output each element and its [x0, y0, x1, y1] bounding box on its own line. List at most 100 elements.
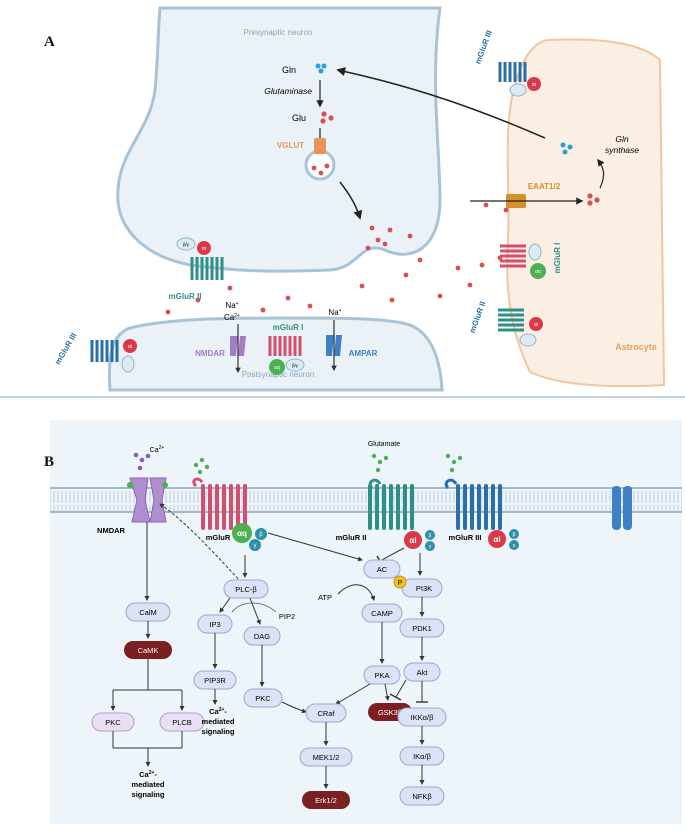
eaat-label: EAAT1/2 — [528, 182, 561, 191]
alpha-i-subunit — [529, 317, 543, 331]
alpha-i-subunit-b — [488, 530, 506, 548]
alpha-q-subunit — [530, 263, 546, 279]
node-erk-label: Erk1/2 — [315, 796, 337, 805]
node-nfkb-label: NFKβ — [412, 792, 432, 801]
mglur-ii-receptor-astro — [498, 308, 524, 332]
glutamate-molecule — [375, 467, 381, 473]
mglur-n-terminal — [192, 477, 204, 488]
node-camk — [124, 641, 172, 659]
glutamate-molecule — [193, 462, 199, 468]
gln-synthase-arrow — [597, 158, 605, 189]
vglut-transporter — [314, 138, 326, 154]
atp-camp-arrow — [337, 584, 376, 601]
node-ac — [363, 559, 401, 579]
alpha-q-subunit — [269, 359, 285, 375]
beta-subunit-b — [255, 528, 267, 540]
glutamate-molecule — [377, 459, 383, 465]
ca-ion — [139, 457, 145, 463]
mglur-iii-n-terminal — [444, 478, 458, 490]
nmdar-channel — [230, 336, 238, 356]
mglur-ii-receptor-pre — [190, 257, 224, 280]
glu-molecule — [318, 170, 324, 176]
glutaminase-label: Glutaminase — [264, 86, 312, 96]
gln-molecule — [315, 63, 321, 69]
mglur-iii-label-astro: mGluR III — [473, 29, 493, 65]
mglur-i-receptor-astro — [500, 244, 526, 268]
node-pkc-left-label: PKC — [105, 718, 121, 727]
beta-subunit-b — [425, 530, 435, 540]
glu-molecule — [594, 197, 600, 203]
gln-molecule — [562, 149, 568, 155]
ca-signal-label-left-2: mediated — [132, 780, 165, 789]
plc-ip3-arrow — [219, 597, 231, 613]
na-label: Na+ — [225, 301, 238, 310]
ca-label: Ca2+ — [224, 313, 240, 322]
gamma-label-b: γ — [513, 543, 516, 549]
mglur-i-label-post: mGluR I — [273, 323, 304, 332]
node-ac-label: AC — [377, 565, 388, 574]
glutamate-bound — [162, 482, 168, 488]
ca-signal-label-mid-2: mediated — [202, 717, 235, 726]
beta-gamma-subunit — [528, 243, 542, 261]
mglur-ii-label-astro: mGluR II — [468, 300, 488, 334]
beta-label-b: β — [429, 533, 432, 539]
ca-signal-label-left-1: Ca2+- — [139, 770, 157, 779]
ampar-channel — [334, 335, 342, 356]
node-gsk3b-label: GSK3β — [378, 708, 403, 717]
gq-ac-arrow — [267, 532, 363, 562]
glutamate-bound — [127, 482, 133, 488]
phospho-group — [393, 575, 407, 589]
glu-molecule — [328, 115, 334, 121]
mglur-iii-label-post: mGluR III — [53, 331, 78, 366]
gln-return-arrow — [336, 67, 546, 139]
alpha-i-subunit-b — [404, 531, 422, 549]
mglur-ii-label-pre: mGluR II — [169, 292, 202, 301]
glutamate-molecule — [451, 459, 457, 465]
mglur-iii-receptor-b — [456, 484, 502, 530]
node-pdk1-label: PDK1 — [412, 624, 432, 633]
glutamate-molecule — [371, 453, 377, 459]
gamma-subunit-b — [509, 540, 519, 550]
ca-label-b: Ca2+ — [150, 445, 165, 454]
pkc-nmdar-dashed-arrow — [159, 503, 246, 587]
gamma-label-b: γ — [429, 544, 432, 550]
node-akt-label: Akt — [417, 668, 429, 677]
ion-channel-right — [612, 486, 621, 530]
beta-label-b: β — [259, 532, 263, 538]
na-label-ampar: Na+ — [328, 308, 341, 317]
glu-molecule — [587, 200, 593, 206]
beta-gamma-label: β/γ — [292, 363, 299, 368]
alpha-q-label-b: αq — [237, 529, 247, 538]
glutamate-molecule — [457, 455, 463, 461]
ca-signal-label-mid-1: Ca2+- — [209, 707, 227, 716]
beta-gamma-subunit — [519, 333, 537, 347]
node-mek-label: MEK1/2 — [313, 753, 340, 762]
alpha-i-label: αi — [128, 344, 132, 350]
glutamate-molecule — [445, 453, 451, 459]
gln-synthase-label-2: synthase — [605, 145, 639, 155]
alpha-q-label: αq — [274, 365, 280, 371]
glutamate-molecule — [197, 469, 203, 475]
glutamate-molecule — [204, 464, 210, 470]
node-calm-label: CalM — [139, 608, 157, 617]
beta-gamma-label: β/γ — [183, 242, 190, 247]
glu-molecule — [321, 111, 327, 117]
node-pka — [363, 665, 401, 685]
alpha-i-subunit — [123, 339, 137, 353]
gln-molecule — [567, 144, 573, 150]
ca-ion — [133, 452, 139, 458]
node-dag-label: DAG — [254, 632, 270, 641]
glutamate-molecule — [383, 455, 389, 461]
gamma-subunit-b — [425, 541, 435, 551]
node-pi3k-label: PI3K — [416, 584, 432, 593]
mglur-i-label-astro: mGluR I — [553, 243, 562, 274]
presynaptic-label: Presynaptic neuron — [244, 28, 313, 37]
nmdar-channel-b — [149, 477, 167, 523]
node-camk-label: CaMK — [138, 646, 159, 655]
node-pkc-mid-label: PKC — [255, 694, 271, 703]
ampar-label: AMPAR — [349, 349, 378, 358]
beta-gamma-subunit — [509, 83, 527, 97]
beta-gamma-subunit — [176, 237, 196, 251]
astrocyte-label: Astrocyte — [615, 342, 657, 352]
